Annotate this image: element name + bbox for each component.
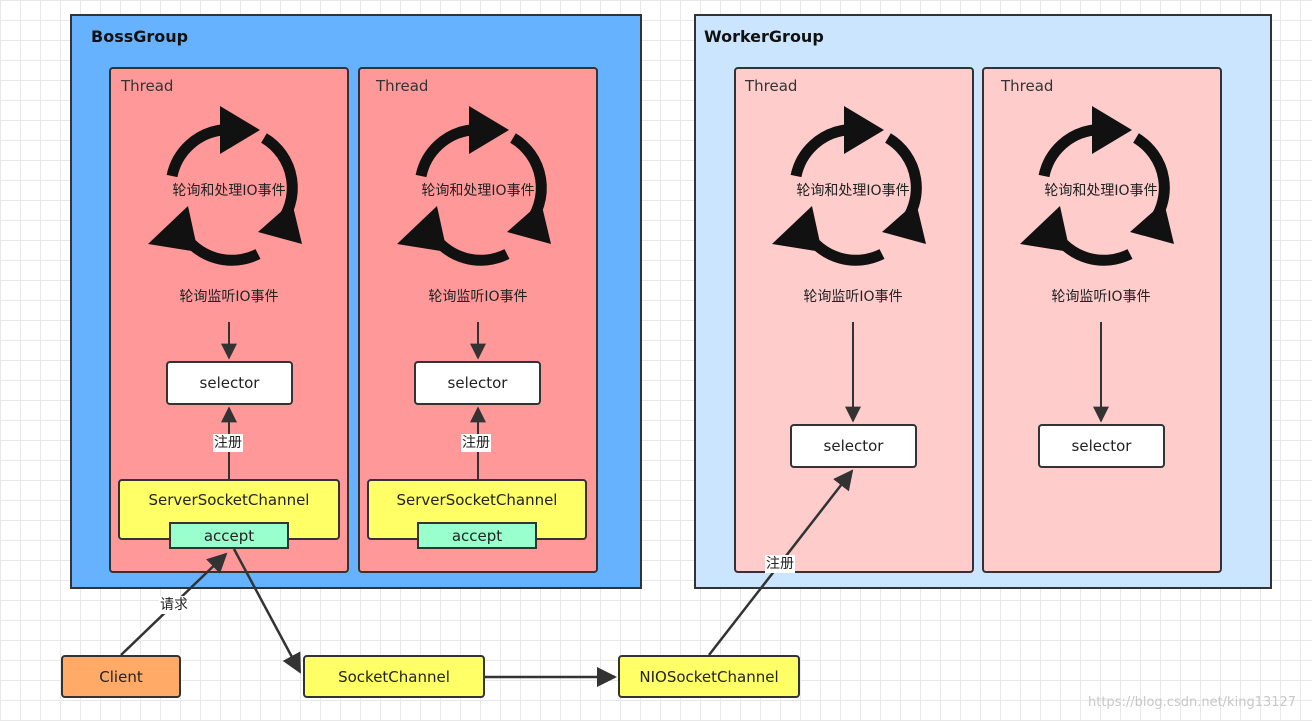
boss-thread-1-cycle-top: 轮询和处理IO事件 xyxy=(172,183,286,199)
worker-thread-2-label: Thread xyxy=(1001,77,1054,95)
socket-channel-box: SocketChannel xyxy=(303,655,485,698)
boss-thread-2-label: Thread xyxy=(376,77,429,95)
worker-group-title: WorkerGroup xyxy=(704,27,824,46)
boss-group-title: BossGroup xyxy=(91,27,189,46)
boss-thread-1-accept: accept xyxy=(169,522,289,549)
worker-thread-2-cycle-bottom: 轮询监听IO事件 xyxy=(1051,289,1151,305)
boss-thread-2-selector: selector xyxy=(414,361,541,405)
boss-thread-2-accept: accept xyxy=(417,522,537,549)
boss-thread-1-register-label: 注册 xyxy=(213,434,243,452)
watermark: https://blog.csdn.net/king13127 xyxy=(1088,695,1297,710)
worker-thread-2-cycle-icon xyxy=(1020,106,1174,260)
nio-register-label: 注册 xyxy=(765,555,795,573)
boss-thread-1-server-socket-channel: ServerSocketChannel xyxy=(118,479,340,540)
worker-thread-1-cycle-icon xyxy=(772,106,926,260)
worker-thread-1-selector: selector xyxy=(790,424,917,468)
request-label: 请求 xyxy=(159,596,189,614)
worker-thread-1-label: Thread xyxy=(745,77,798,95)
worker-thread-1-cycle-bottom: 轮询监听IO事件 xyxy=(803,289,903,305)
client-box: Client xyxy=(61,655,181,698)
worker-thread-2 xyxy=(982,67,1222,573)
boss-thread-2-register-label: 注册 xyxy=(461,434,491,452)
boss-thread-1-selector: selector xyxy=(166,361,293,405)
boss-thread-1-cycle-bottom: 轮询监听IO事件 xyxy=(179,289,279,305)
worker-thread-1 xyxy=(734,67,974,573)
boss-thread-1-cycle-icon xyxy=(148,106,302,260)
worker-thread-2-selector: selector xyxy=(1038,424,1165,468)
worker-thread-1-cycle-top: 轮询和处理IO事件 xyxy=(796,183,910,199)
boss-thread-2-cycle-icon xyxy=(397,106,551,260)
nio-socket-channel-box: NIOSocketChannel xyxy=(618,655,800,698)
boss-thread-2-cycle-top: 轮询和处理IO事件 xyxy=(421,183,535,199)
boss-thread-2-cycle-bottom: 轮询监听IO事件 xyxy=(428,289,528,305)
boss-thread-1-label: Thread xyxy=(121,77,174,95)
accept-to-socketchannel-arrow xyxy=(232,548,302,674)
worker-thread-2-cycle-top: 轮询和处理IO事件 xyxy=(1044,183,1158,199)
